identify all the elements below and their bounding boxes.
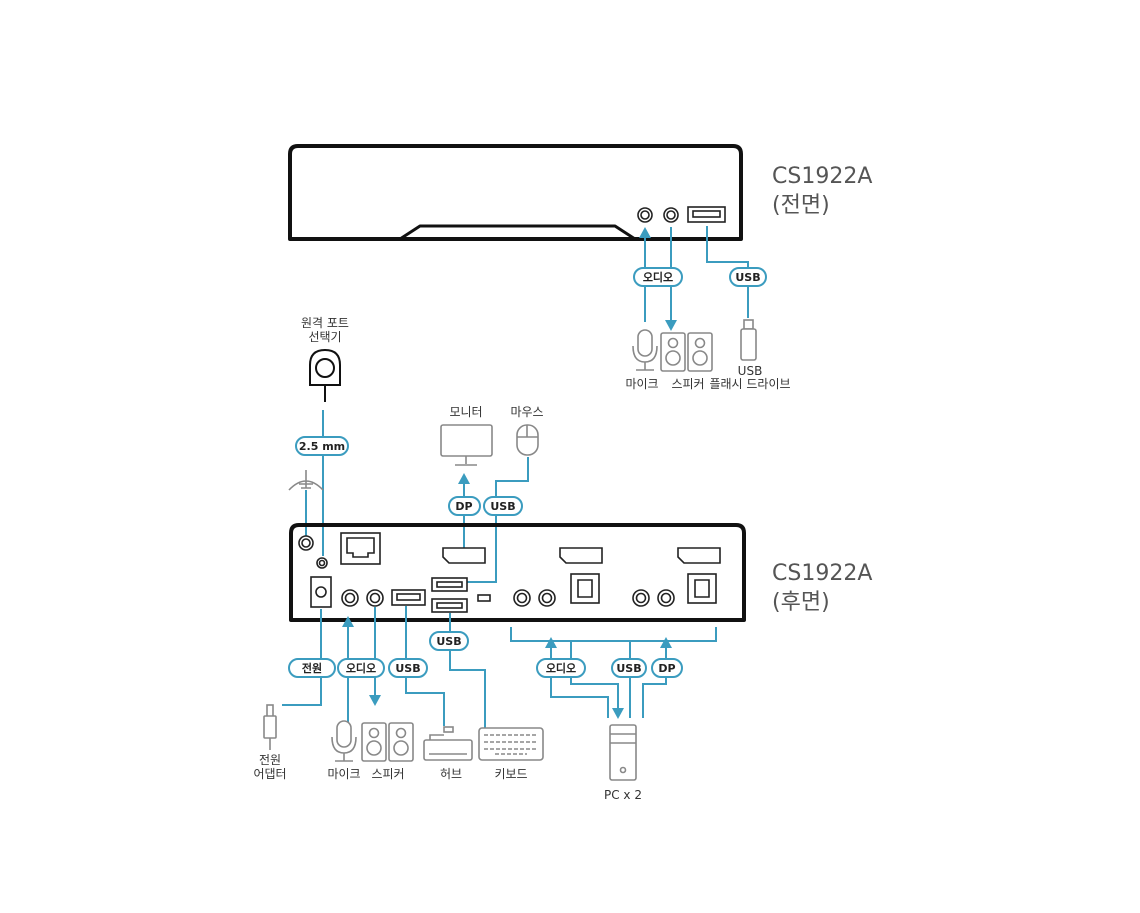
pc-label: PC x 2 bbox=[604, 788, 642, 802]
svg-text:오디오: 오디오 bbox=[643, 270, 673, 284]
remote-port-selector-icon bbox=[309, 348, 341, 402]
svg-text:USB: USB bbox=[395, 662, 420, 675]
front-usb-cable-label: USB bbox=[729, 267, 767, 287]
keyboard-usb-cable-label: USB bbox=[429, 631, 469, 651]
usb-flash-label-2: 플래시 드라이브 bbox=[709, 377, 790, 391]
front-audio-ports bbox=[637, 207, 679, 223]
rear-speaker-label: 스피커 bbox=[371, 767, 404, 781]
svg-text:USB: USB bbox=[490, 500, 515, 513]
hub-usb-cable-label: USB bbox=[388, 658, 428, 678]
svg-text:DP: DP bbox=[658, 662, 675, 675]
rear-unit bbox=[289, 523, 746, 622]
adapter-label-2: 어댑터 bbox=[253, 767, 286, 781]
usb-b-ports bbox=[570, 573, 717, 604]
keyboard-label: 키보드 bbox=[494, 767, 527, 781]
mic-icon bbox=[632, 329, 658, 371]
switch bbox=[477, 594, 491, 602]
remote-cable-label: 2.5 mm bbox=[295, 436, 349, 456]
front-model: CS1922A bbox=[772, 164, 872, 189]
front-unit bbox=[288, 144, 743, 241]
svg-text:전원: 전원 bbox=[302, 661, 322, 675]
ground-icon bbox=[288, 470, 324, 491]
speaker-label: 스피커 bbox=[671, 377, 704, 391]
rj45-port bbox=[340, 532, 381, 565]
dp-cable-label: DP bbox=[448, 496, 481, 516]
keyboard-icon bbox=[478, 727, 544, 761]
pc-dp-cable-label: DP bbox=[651, 658, 683, 678]
dp-port bbox=[442, 547, 721, 564]
speaker-icon bbox=[361, 722, 414, 762]
hub-icon bbox=[423, 726, 473, 761]
adapter-label-1: 전원 bbox=[259, 753, 281, 767]
rear-audio-cable-label: 오디오 bbox=[337, 658, 385, 678]
usb-a-ports bbox=[391, 577, 468, 613]
front-usb-port bbox=[687, 206, 726, 223]
power-jack bbox=[310, 576, 332, 608]
rear-audio-ports bbox=[341, 589, 675, 607]
monitor-label: 모니터 bbox=[449, 405, 482, 419]
hub-label: 허브 bbox=[440, 767, 462, 781]
mouse-usb-cable-label: USB bbox=[483, 496, 523, 516]
mouse-icon bbox=[516, 424, 539, 456]
front-side-label: (전면) bbox=[772, 193, 830, 218]
mic-icon bbox=[331, 720, 357, 762]
usb-flash-label-1: USB bbox=[738, 364, 763, 378]
pc-audio-cable-label: 오디오 bbox=[536, 658, 586, 678]
svg-text:오디오: 오디오 bbox=[346, 661, 376, 675]
front-audio-cable-label: 오디오 bbox=[633, 267, 683, 287]
power-adapter-icon bbox=[263, 704, 277, 750]
svg-text:USB: USB bbox=[616, 662, 641, 675]
pc-usb-cable-label: USB bbox=[611, 658, 647, 678]
usb-flash-drive-icon bbox=[740, 319, 757, 361]
svg-text:오디오: 오디오 bbox=[546, 661, 576, 675]
svg-text:USB: USB bbox=[735, 271, 760, 284]
speaker-icon bbox=[660, 332, 713, 372]
remote-label-2: 선택기 bbox=[308, 330, 341, 344]
svg-text:2.5 mm: 2.5 mm bbox=[299, 440, 345, 453]
mouse-label: 마우스 bbox=[510, 405, 543, 419]
monitor-icon bbox=[440, 424, 493, 466]
power-cable-label: 전원 bbox=[288, 658, 336, 678]
rear-mic-label: 마이크 bbox=[327, 767, 360, 781]
svg-text:USB: USB bbox=[436, 635, 461, 648]
rear-side-label: (후면) bbox=[772, 590, 830, 615]
pc-tower-icon bbox=[609, 724, 637, 781]
rear-model: CS1922A bbox=[772, 561, 872, 586]
svg-text:DP: DP bbox=[455, 500, 472, 513]
remote-label-1: 원격 포트 bbox=[301, 316, 349, 330]
mic-label: 마이크 bbox=[625, 377, 658, 391]
